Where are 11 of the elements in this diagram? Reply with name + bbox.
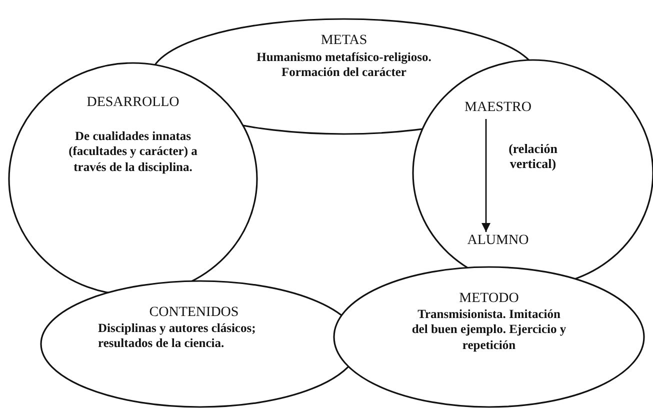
- heading-text: METAS: [320, 32, 368, 50]
- body-text: De cualidades innatas (facultades y carácter) a través de la disciplina.: [68, 129, 198, 175]
- heading-text: CONTENIDOS: [148, 304, 240, 322]
- body-text: Humanismo metafísico-religioso. Formación del carácter: [256, 50, 432, 81]
- role-label: ALUMNO: [466, 232, 530, 250]
- heading-text: METODO: [458, 290, 520, 308]
- role-label: MAESTRO: [464, 99, 532, 116]
- body-text: Disciplinas y autores clásicos; resultados de la ciencia.: [98, 321, 257, 352]
- body-text: Transmisionista. Imitación del buen ejemplo. Ejercicio y repetición: [411, 307, 567, 353]
- heading-text: DESARROLLO: [86, 94, 180, 112]
- arrow: [482, 119, 490, 232]
